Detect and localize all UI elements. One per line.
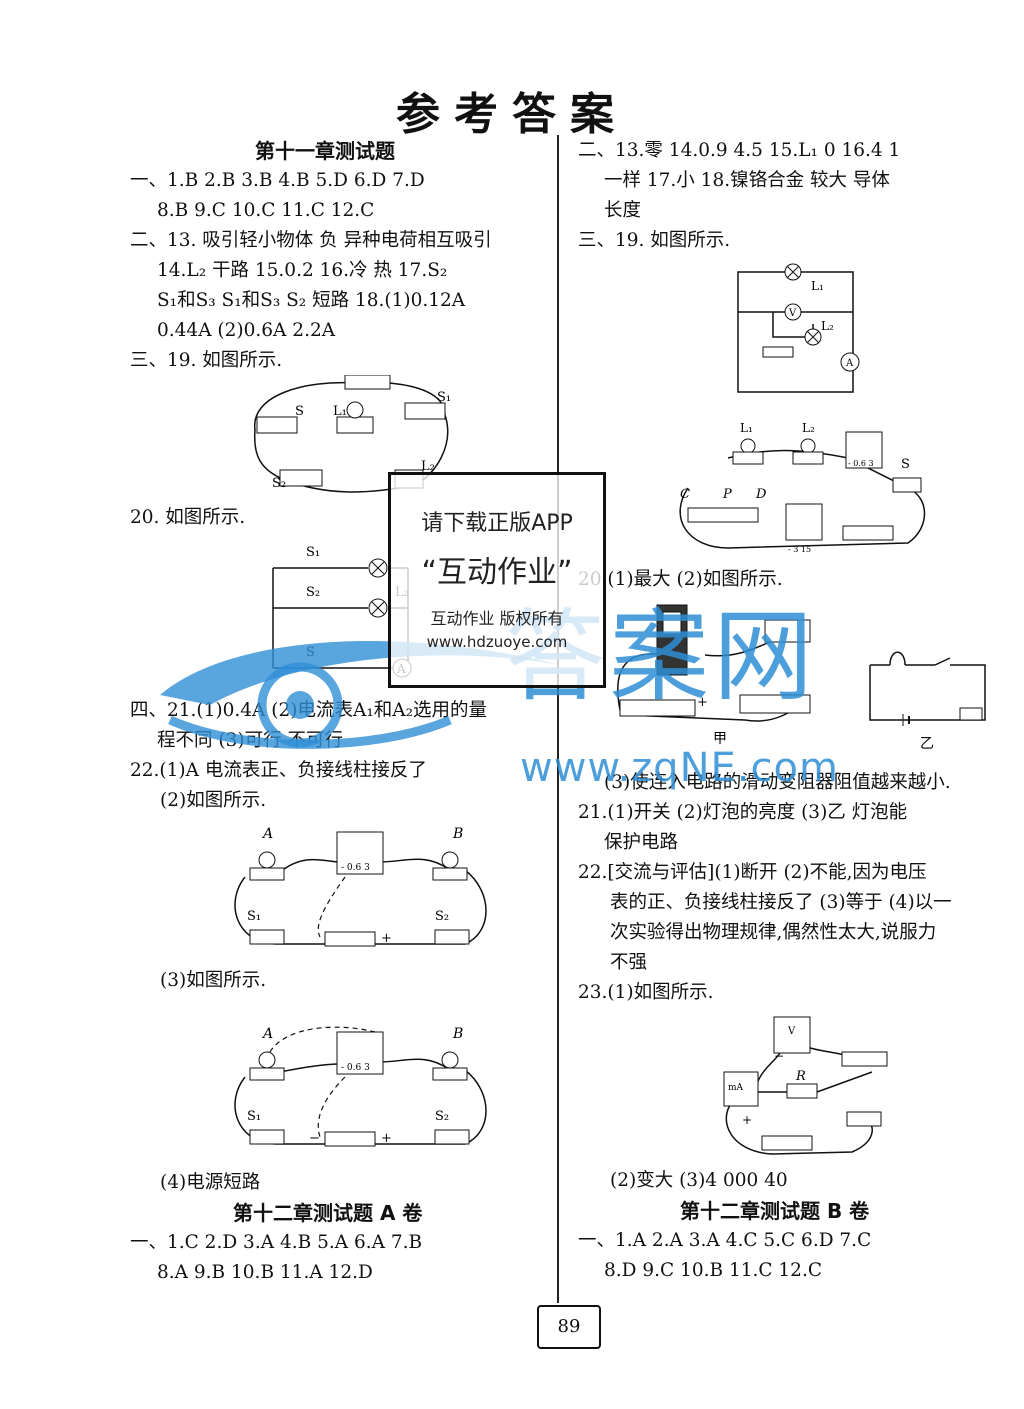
r-23b: (2)变大 (3)4 000 40: [610, 1170, 788, 1191]
label-v-r23: V: [787, 1026, 796, 1037]
figure-circuit-22-2: A B S₁ S₂ - 0.6 3 +: [225, 822, 495, 957]
r-22b: 表的正、负接线柱接反了 (3)等于 (4)以一: [610, 892, 952, 913]
c11-fill-line4: 0.44A (2)0.6A 2.2A: [157, 320, 336, 341]
c11-exp-22c: (3)如图所示.: [160, 970, 267, 991]
label-minus-22-3: −: [309, 1131, 320, 1146]
watermark-line4: www.hdzuoye.com: [426, 633, 568, 651]
label-jia: 甲: [713, 731, 727, 745]
label-minus-r23: −: [774, 1049, 784, 1063]
label-s1-22-2: S₁: [247, 909, 261, 924]
r-20-3: (3)使连入电路的滑动变阻器阻值越来越小.: [604, 772, 951, 793]
chapter12a-title: 第十二章测试题 A 卷: [233, 1201, 423, 1225]
chapter11-title: 第十一章测试题: [255, 139, 395, 163]
c11-fill-line1: 二、13. 吸引轻小物体 负 异种电荷相互吸引: [130, 230, 492, 251]
watermark-box: 请下载正版APP “互动作业” 互动作业 版权所有 www.hdzuoye.co…: [388, 472, 606, 688]
label-s1-b: S₁: [306, 545, 320, 560]
label-a-r19: A: [845, 358, 854, 369]
label-s1: S₁: [437, 390, 451, 405]
c11-fill-line2: 14.L₂ 干路 15.0.2 16.冷 热 17.S₂: [157, 260, 448, 281]
column-divider: [557, 135, 559, 1303]
c11-exp-22a: 22.(1)A 电流表正、负接线柱接反了: [130, 760, 427, 781]
page-number: 89: [537, 1305, 601, 1349]
label-d-r19p: D: [755, 487, 767, 502]
label-plus-r23: +: [742, 1113, 752, 1127]
label-p-r19p: P: [722, 487, 732, 502]
figure-schematic-r20-yi: 乙: [865, 640, 995, 750]
watermark-line2: “互动作业”: [421, 555, 573, 590]
label-range-22-3: - 0.6 3: [341, 1063, 370, 1073]
c11-exp-22b: (2)如图所示.: [160, 790, 267, 811]
r-22c: 次实验得出物理规律,偶然性太大,说服力: [610, 922, 937, 943]
c12b-mc-line1: 一、1.A 2.A 3.A 4.C 5.C 6.D 7.C: [578, 1230, 872, 1251]
label-l2: L₂: [421, 459, 435, 474]
label-s: S: [295, 404, 304, 419]
watermark-site: www.zqNE.com: [520, 745, 839, 791]
c11-mc-line2: 8.B 9.C 10.C 11.C 12.C: [157, 200, 375, 221]
label-r-r23: R: [795, 1069, 806, 1084]
label-c-r19p: C: [680, 487, 690, 502]
r-fill-line3: 长度: [604, 200, 642, 221]
label-range315-r19p: - 3 15: [788, 545, 811, 554]
label-plus-22-3: +: [381, 1131, 392, 1146]
label-b-22-2: B: [452, 826, 463, 842]
c12b-mc-line2: 8.D 9.C 10.B 11.C 12.C: [604, 1260, 822, 1281]
label-ma-r23: mA: [728, 1083, 744, 1093]
label-plus-22-2: +: [381, 931, 392, 946]
figure-physical-r23: V mA R − +: [712, 1012, 897, 1162]
label-s2-22-2: S₂: [435, 909, 449, 924]
r-draw-19: 三、19. 如图所示.: [578, 230, 731, 251]
r-23: 23.(1)如图所示.: [578, 982, 714, 1003]
watermark-line1: 请下载正版APP: [421, 511, 573, 536]
c11-fill-line3: S₁和S₃ S₁和S₃ S₂ 短路 18.(1)0.12A: [157, 290, 466, 311]
c11-exp-22d: (4)电源短路: [160, 1172, 261, 1193]
label-plus-r20: +: [697, 695, 708, 710]
chapter12b-title: 第十二章测试题 B 卷: [680, 1199, 870, 1223]
c11-draw-20: 20. 如图所示.: [130, 507, 246, 528]
label-range-22-2: - 0.6 3: [341, 863, 370, 873]
label-a-22-3: A: [261, 1026, 273, 1042]
watermark-logo-swoosh: [150, 625, 570, 755]
label-l1: L₁: [333, 404, 347, 419]
figure-schematic-r19: V A L₁ L₂: [733, 262, 863, 397]
label-l2-r19: L₂: [821, 319, 834, 333]
watermark-line3: 互动作业 版权所有: [430, 609, 564, 628]
label-b-22-3: B: [452, 1026, 463, 1042]
label-v-r19: V: [788, 308, 797, 319]
label-l1-r19: L₁: [811, 279, 824, 293]
label-s2: S₂: [272, 476, 286, 491]
r-22a: 22.[交流与评估](1)断开 (2)不能,因为电压: [578, 862, 927, 883]
r-21b: 保护电路: [604, 832, 679, 853]
label-a-22-2: A: [261, 826, 273, 842]
c12a-mc-line1: 一、1.C 2.D 3.A 4.B 5.A 6.A 7.B: [130, 1232, 423, 1253]
c12a-mc-line2: 8.A 9.B 10.B 11.A 12.D: [157, 1262, 373, 1283]
page-title: 参考答案: [396, 89, 628, 140]
figure-physical-circuit-19: S L₁ S₁ S₂ L₂: [245, 375, 460, 500]
label-yi: 乙: [920, 736, 934, 750]
r-22d: 不强: [610, 952, 648, 973]
r-fill-line1: 二、13.零 14.0.9 4.5 15.L₁ 0 16.4 1: [578, 140, 901, 161]
label-s-r19p: S: [901, 457, 910, 472]
r-fill-line2: 一样 17.小 18.镍铬合金 较大 导体: [604, 170, 890, 191]
figure-physical-r19: L₁ L₂ S C P D - 0.6 3 - 3 15: [668, 418, 938, 558]
r-20: 20.(1)最大 (2)如图所示.: [578, 569, 783, 590]
label-range06-r19p: - 0.6 3: [848, 459, 874, 468]
label-l1-r19p: L₁: [740, 421, 753, 435]
label-s2-b: S₂: [306, 585, 320, 600]
label-l2-r19p: L₂: [802, 421, 815, 435]
r-21a: 21.(1)开关 (2)灯泡的亮度 (3)乙 灯泡能: [578, 802, 908, 823]
label-s1-22-3: S₁: [247, 1109, 261, 1124]
label-s2-22-3: S₂: [435, 1109, 449, 1124]
figure-physical-r20-jia: + 甲: [605, 600, 855, 745]
c11-draw-19: 三、19. 如图所示.: [130, 350, 283, 371]
c11-mc-line1: 一、1.B 2.B 3.B 4.B 5.D 6.D 7.D: [130, 170, 425, 191]
figure-circuit-22-3: A B S₁ S₂ - 0.6 3 − +: [225, 1022, 495, 1157]
